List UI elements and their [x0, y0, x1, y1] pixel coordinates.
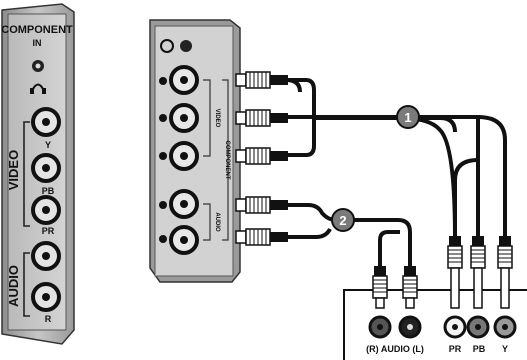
device-jack-audio-l [398, 315, 422, 339]
device-plug-audio-l [402, 266, 418, 309]
left-jack-audio-r [31, 282, 61, 312]
plug-video-1 [235, 71, 288, 89]
left-jack-y-label: Y [45, 140, 51, 150]
center-jack-4 [169, 189, 199, 219]
device-jack-pb [466, 315, 490, 339]
plug-video-3 [235, 147, 288, 165]
plug-audio-2 [235, 228, 288, 246]
left-panel-header: COMPONENT [1, 24, 73, 36]
left-audio-group-label: AUDIO [6, 265, 21, 307]
cable-set-2 [286, 203, 412, 268]
device-jack-y [493, 315, 517, 339]
left-jack-pb-label: PB [42, 186, 55, 196]
left-jack-pr [31, 195, 61, 225]
center-jack-3 [169, 141, 199, 171]
device-plug-audio-r [372, 266, 388, 309]
cable-set-1 [285, 78, 480, 239]
center-video-label: VIDEO [214, 109, 220, 128]
badge-2: 2 [331, 208, 355, 232]
left-jack-audio-l [31, 241, 61, 271]
badge-2-text: 2 [339, 213, 346, 228]
device-audio-label: (R) AUDIO (L) [366, 344, 424, 354]
left-panel-subheader: IN [33, 38, 42, 48]
device-plug-y [497, 236, 513, 309]
headphone-jack [160, 39, 192, 53]
plug-audio-1 [235, 196, 288, 214]
device-y-label: Y [502, 344, 508, 354]
center-audio-label: AUDIO [214, 212, 220, 232]
device-jack-pr [443, 315, 467, 339]
center-jack-1 [169, 65, 199, 95]
left-jack-r-label: R [45, 314, 52, 324]
device-pr-label: PR [449, 344, 462, 354]
left-video-group-label: VIDEO [6, 150, 21, 190]
center-component-label: COMPONENT [224, 141, 230, 180]
device-plug-pr [447, 236, 463, 309]
device-jack-audio-r [368, 315, 392, 339]
center-jack-panel: VIDEO AUDIO COMPONENT [149, 19, 241, 283]
external-device: (R) AUDIO (L) PR PB Y [343, 236, 527, 360]
device-plug-pb [470, 236, 486, 309]
device-pb-label: PB [473, 344, 486, 354]
left-jack-panel: COMPONENT IN VIDEO AUDIO Y PB PR [1, 3, 75, 345]
center-jack-5 [169, 225, 199, 255]
left-jack-pb [31, 153, 61, 183]
badge-1: 1 [396, 105, 420, 129]
center-jack-2 [169, 103, 199, 133]
left-small-jack [32, 60, 44, 72]
left-jack-pr-label: PR [42, 226, 55, 236]
cable-set-1-branches [453, 115, 507, 238]
badge-1-text: 1 [404, 110, 411, 125]
plug-video-2 [235, 109, 288, 127]
headphone-icon [30, 83, 46, 94]
left-jack-y [31, 107, 61, 137]
